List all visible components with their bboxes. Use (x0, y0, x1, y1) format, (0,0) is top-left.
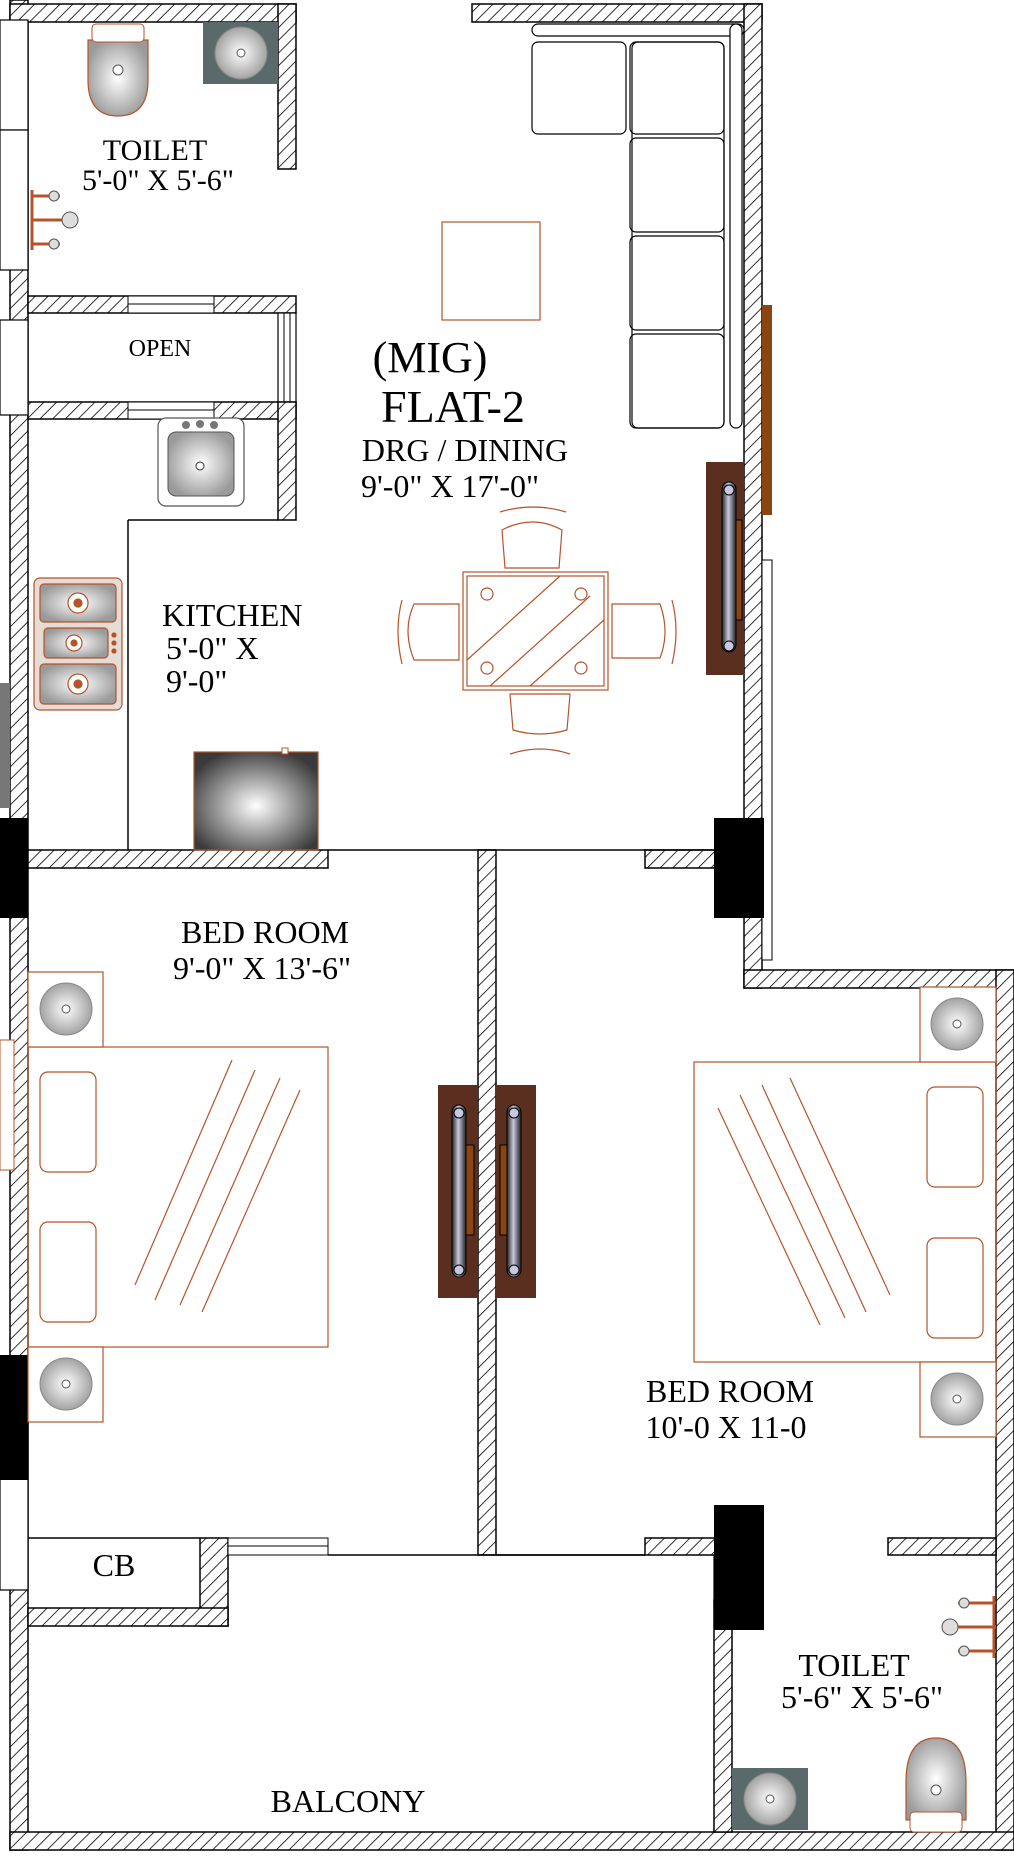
wall-balcony-right-top (644, 1537, 716, 1556)
stove (33, 577, 123, 711)
wall-step (743, 969, 1014, 989)
toilet-bottom-size: 5'-6" X 5'-6" (781, 1679, 943, 1715)
toilet-bottom-fixtures (732, 1596, 996, 1833)
toilet-top-name: TOILET (103, 134, 207, 167)
walls (9, 0, 1014, 1851)
flat-type: (MIG) (373, 333, 488, 382)
bedroom-left-name: BED ROOM (181, 914, 349, 950)
wall-toilet-right (277, 3, 297, 170)
wall-toilet2-top (887, 1537, 997, 1556)
wall-toilet2-left (713, 1599, 733, 1833)
kitchen-size-1: 5'-0" X (166, 630, 259, 666)
column (0, 1355, 28, 1480)
bedside-left (39, 982, 93, 1411)
dining-set (397, 506, 677, 755)
coffee-table (441, 221, 541, 321)
toilet-bottom-name: TOILET (798, 1647, 910, 1683)
balcony-label: BALCONY (271, 1783, 426, 1819)
toilet-top-size: 5'-0" X 5'-6" (82, 164, 234, 197)
bedroom-right-size: 10'-0 X 11-0 (646, 1409, 807, 1445)
drg-size: 9'-0" X 17'-0" (361, 468, 539, 504)
door-bedroom-right (496, 1085, 536, 1298)
door-drg (706, 305, 772, 675)
open-label: OPEN (129, 336, 192, 362)
wall-right-lower (995, 969, 1014, 1851)
refrigerator (193, 747, 319, 851)
column (714, 1505, 764, 1630)
wall-cb-bottom (27, 1607, 229, 1627)
cupboard-label: CB (93, 1547, 136, 1583)
drg-name: DRG / DINING (362, 432, 568, 468)
wall-bedrooms (477, 849, 497, 1556)
interior-lines (28, 519, 744, 1556)
door-bedroom-left (438, 1085, 478, 1298)
toilet-top-fixtures (30, 22, 278, 250)
bedroom-left-size: 9'-0" X 13'-6" (173, 950, 351, 986)
bed-right (693, 986, 997, 1438)
column (714, 818, 764, 918)
wall-top-toilet (9, 3, 297, 23)
wall-kitchen-right (277, 401, 297, 521)
kitchen-size-2: 9'-0" (166, 663, 227, 699)
bedroom-right-name: BED ROOM (646, 1373, 814, 1409)
column (0, 818, 28, 918)
sofa (531, 23, 745, 429)
wall-top-drg (471, 3, 763, 23)
window-top (127, 295, 773, 1600)
wall-mid-left (27, 849, 329, 869)
kitchen-name: KITCHEN (162, 597, 302, 633)
kitchen-sink (157, 417, 245, 507)
wall-bottom (9, 1831, 1014, 1851)
bedside-right (930, 997, 984, 1426)
flat-name: FLAT-2 (381, 381, 525, 432)
columns (0, 818, 764, 1630)
room-labels: TOILET 5'-0" X 5'-6" OPEN (MIG) FLAT-2 D… (82, 134, 943, 1819)
bed-left (27, 971, 329, 1423)
